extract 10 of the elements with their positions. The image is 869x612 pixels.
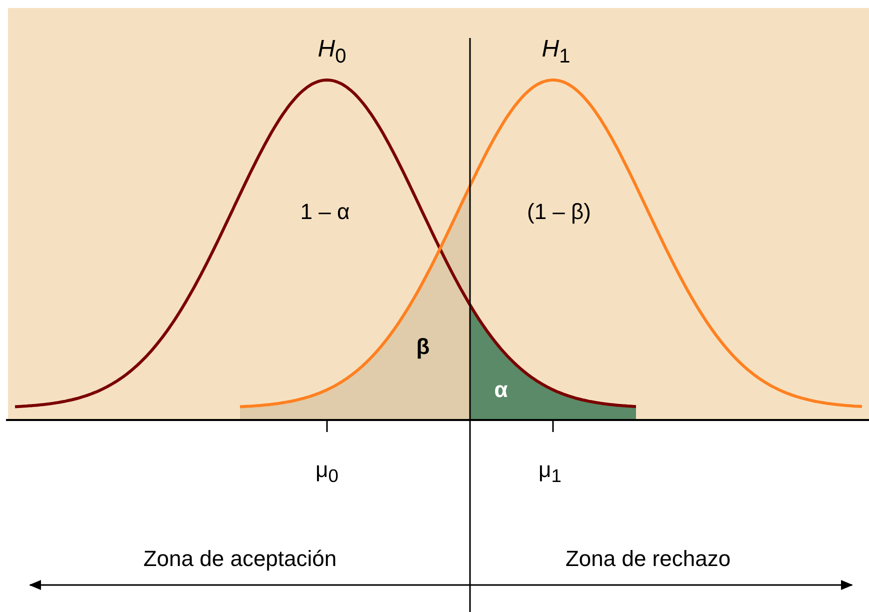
curve-label: H$_{0}$: [318, 36, 346, 68]
curve-label: H$_{1}$: [542, 36, 570, 68]
zone-label: Zona de aceptación: [143, 546, 337, 572]
area-label: (1 – β): [527, 199, 591, 225]
area-label: α: [494, 377, 508, 403]
area-label: 1 – α: [300, 199, 350, 225]
zone-label: Zona de rechazo: [565, 546, 731, 572]
area-label: β: [416, 334, 430, 360]
mean-label: μ$_{0}$: [316, 456, 338, 488]
mean-label: μ$_{1}$: [538, 456, 562, 488]
